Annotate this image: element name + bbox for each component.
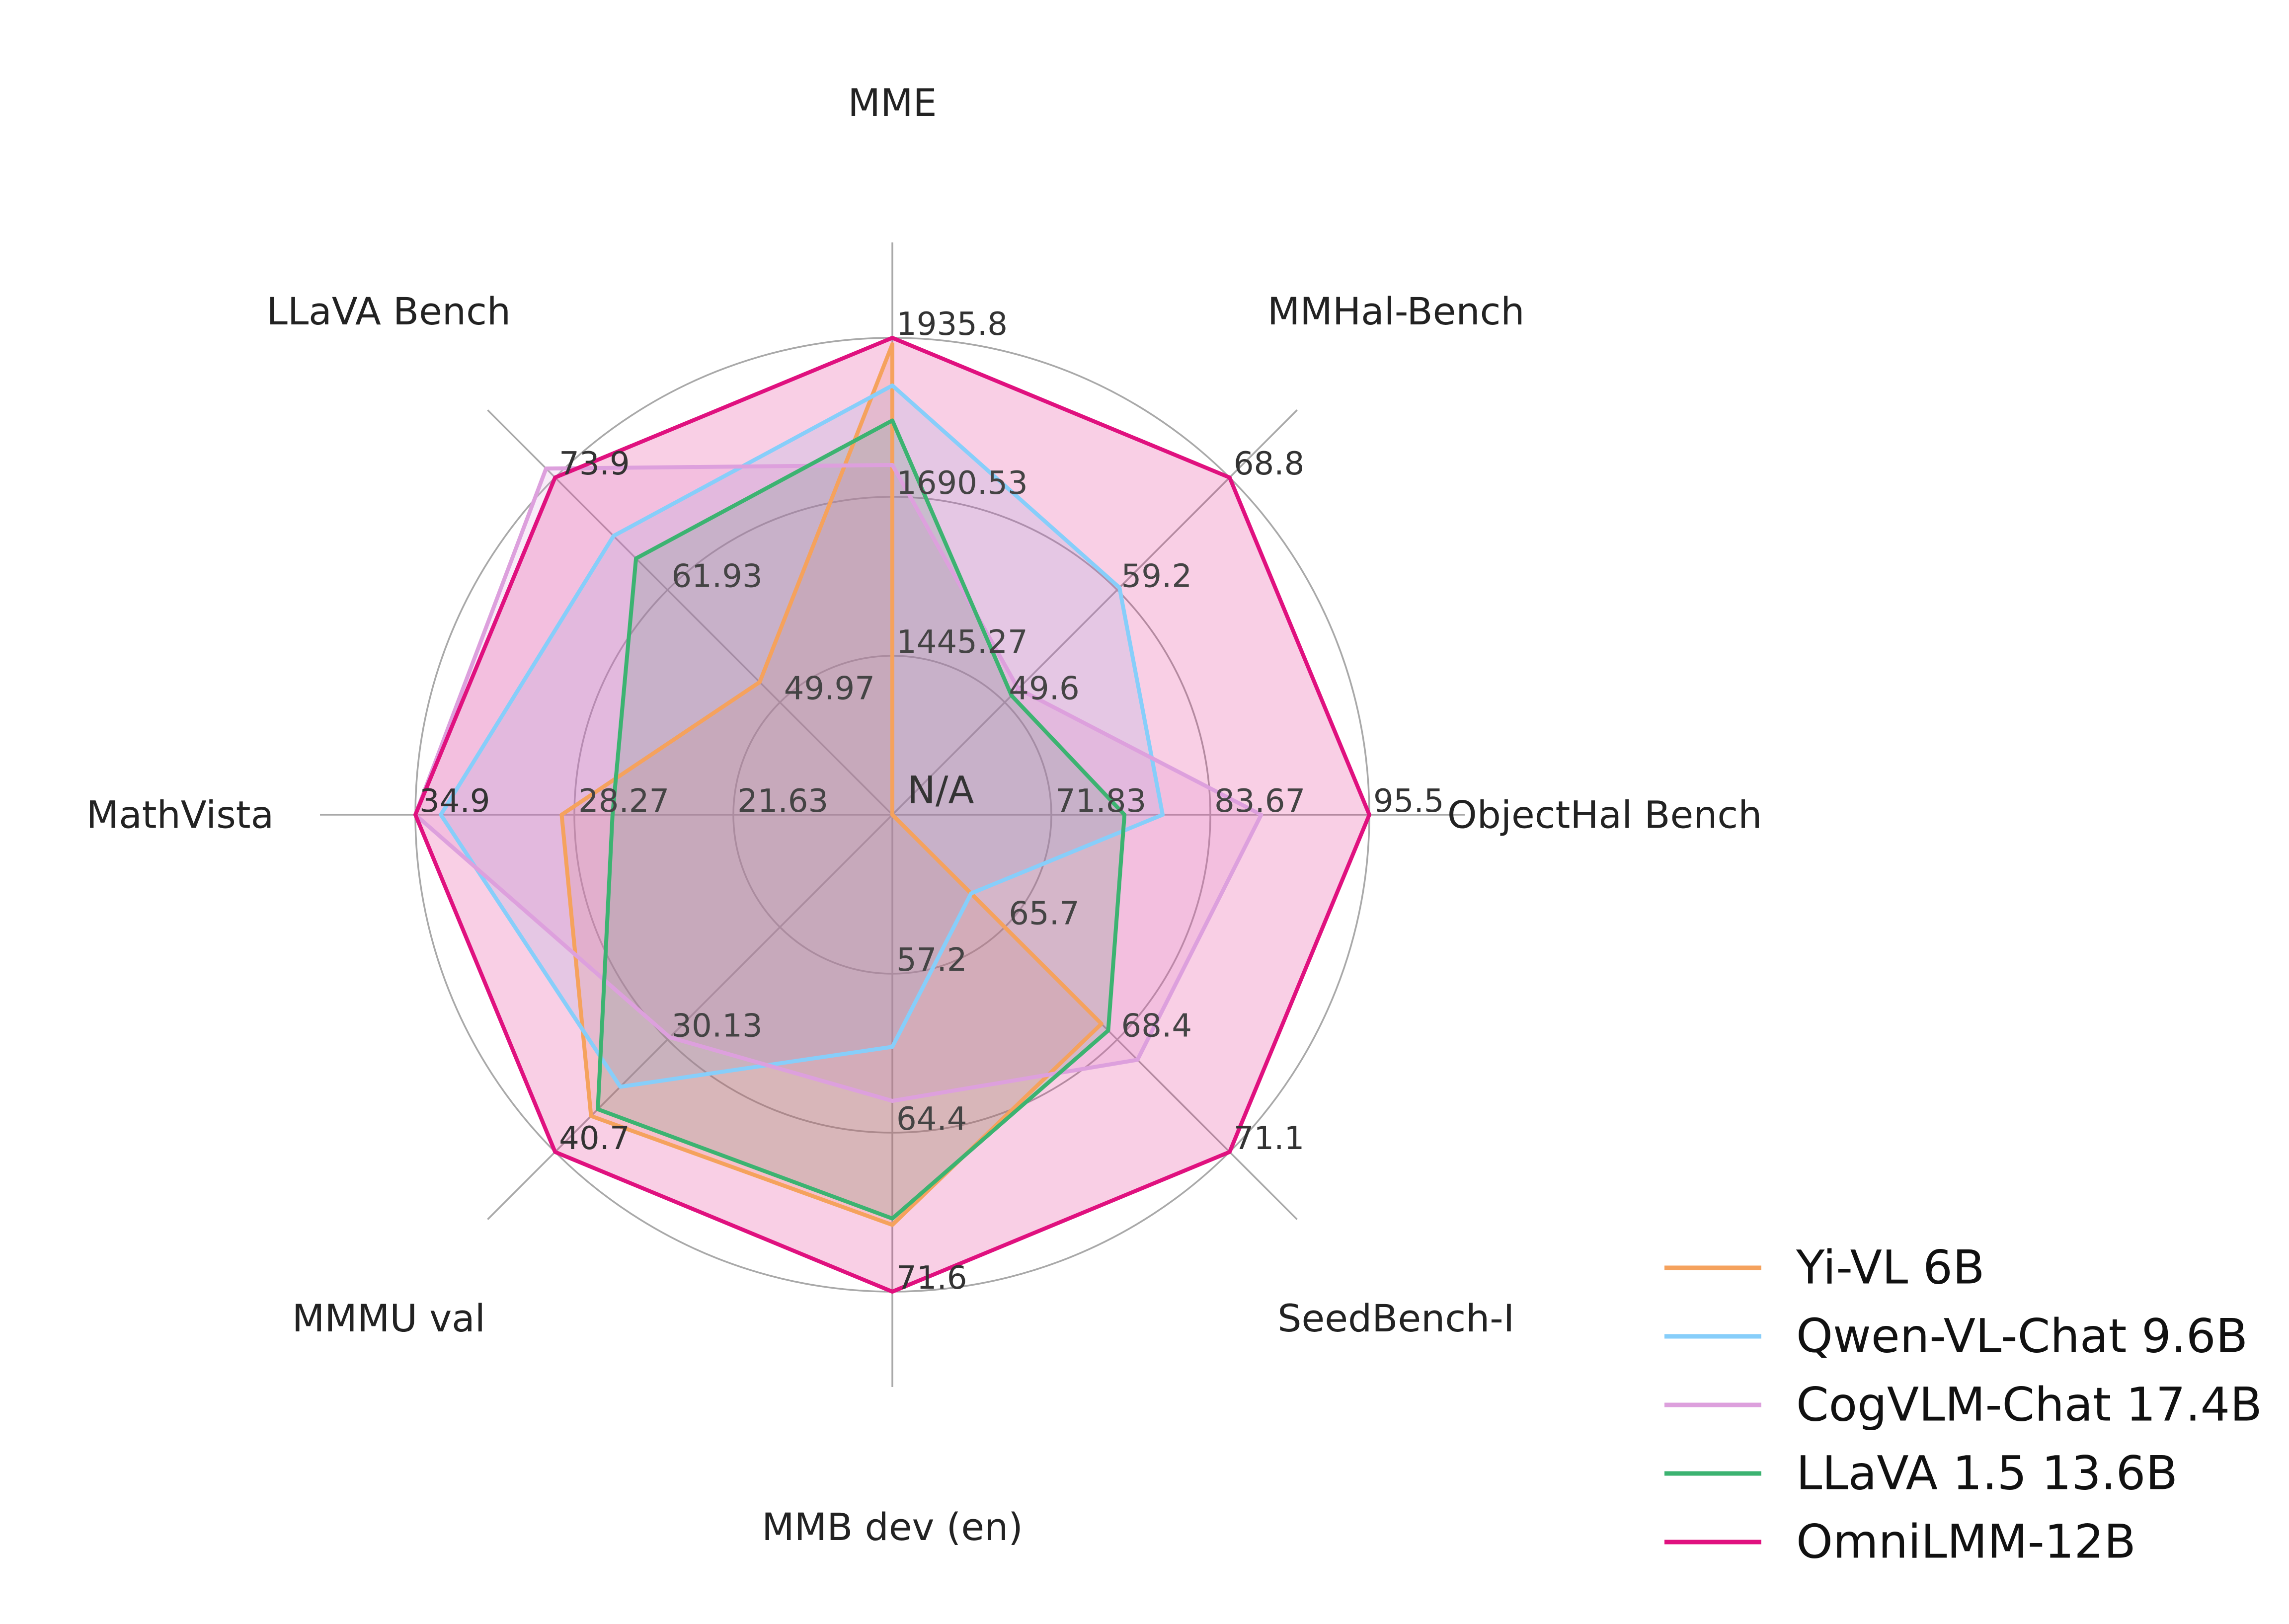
center-label: N/A [907, 768, 974, 812]
legend-label-omnilmm-12b: OmniLMM-12B [1796, 1515, 2136, 1569]
series-area-yi-vl-6b [561, 344, 1102, 1225]
series-area-qwen-vl-chat-9-6b [441, 386, 1163, 1087]
axis-label-mmhal-bench: MMHal-Bench [1267, 289, 1525, 333]
axis-label-mmmu-val: MMMU val [292, 1296, 485, 1340]
tick-label-mmmu-val-1: 30.13 [671, 1008, 762, 1045]
tick-label-mmhal-bench-3: 68.8 [1234, 446, 1305, 482]
legend-item-yi-vl-6b: Yi-VL 6B [1664, 1241, 1984, 1295]
tick-label-seedbench-i-2: 68.4 [1121, 1008, 1192, 1045]
tick-label-llava-bench-2: 61.93 [671, 558, 762, 595]
tick-label-mmb-dev-en-2: 64.4 [896, 1101, 967, 1138]
legend-label-yi-vl-6b: Yi-VL 6B [1796, 1241, 1984, 1295]
axis-label-objecthal-bench: ObjectHal Bench [1447, 793, 1762, 837]
series-line-qwen-vl-chat-9-6b [439, 384, 1165, 1089]
legend-item-qwen-vl-chat-9-6b: Qwen-VL-Chat 9.6B [1664, 1310, 2248, 1364]
series-fills [415, 338, 1369, 1292]
tick-label-mmb-dev-en-1: 57.2 [896, 942, 967, 979]
legend-label-qwen-vl-chat-9-6b: Qwen-VL-Chat 9.6B [1796, 1310, 2248, 1364]
tick-label-llava-bench-1: 49.97 [784, 671, 875, 707]
tick-label-mmhal-bench-2: 59.2 [1121, 558, 1192, 595]
tick-label-mme-2: 1690.53 [896, 465, 1028, 502]
axis-label-llava-bench: LLaVA Bench [267, 289, 511, 333]
legend-item-cogvlm-chat-17-4b: CogVLM-Chat 17.4B [1664, 1378, 2262, 1432]
series-area-llava-1-5-13-6b [598, 420, 1125, 1219]
series-line-llava-1-5-13-6b [596, 418, 1127, 1221]
series-area-cogvlm-chat-17-4b [415, 465, 1262, 1101]
series-line-omnilmm-12b [413, 336, 1371, 1294]
series-line-cogvlm-chat-17-4b [413, 463, 1263, 1103]
axis-label-mme: MME [848, 80, 937, 125]
tick-label-mmhal-bench-1: 49.6 [1009, 671, 1080, 707]
tick-label-mme-3: 1935.8 [896, 306, 1008, 343]
tick-label-mme-1: 1445.27 [896, 624, 1028, 661]
tick-label-seedbench-i-1: 65.7 [1009, 895, 1080, 932]
tick-label-objecthal-bench-2: 83.67 [1214, 783, 1305, 820]
legend-label-llava-1-5-13-6b: LLaVA 1.5 13.6B [1796, 1447, 2178, 1501]
tick-label-objecthal-bench-1: 71.83 [1055, 783, 1146, 820]
legend-item-omnilmm-12b: OmniLMM-12B [1664, 1515, 2136, 1569]
tick-label-seedbench-i-3: 71.1 [1234, 1120, 1305, 1157]
series-lines [413, 336, 1371, 1294]
tick-label-mmmu-val-2: 40.7 [559, 1120, 630, 1157]
series-line-yi-vl-6b [559, 342, 1104, 1227]
legend-label-cogvlm-chat-17-4b: CogVLM-Chat 17.4B [1796, 1378, 2262, 1432]
legend-item-llava-1-5-13-6b: LLaVA 1.5 13.6B [1664, 1447, 2178, 1501]
tick-label-mmb-dev-en-3: 71.6 [896, 1260, 967, 1297]
axis-label-seedbench-i: SeedBench-I [1277, 1296, 1514, 1340]
tick-label-llava-bench-3: 73.9 [559, 446, 630, 482]
axis-label-mmb-dev-en: MMB dev (en) [762, 1505, 1023, 1549]
tick-label-mathvista-1: 21.63 [737, 783, 828, 820]
axis-label-mathvista: MathVista [86, 793, 274, 837]
legend: Yi-VL 6B Qwen-VL-Chat 9.6B CogVLM-Chat 17.… [1664, 1241, 2262, 1569]
tick-label-mathvista-3: 34.9 [419, 783, 490, 820]
tick-label-objecthal-bench-3: 95.5 [1373, 783, 1444, 820]
tick-label-mathvista-2: 28.27 [578, 783, 669, 820]
